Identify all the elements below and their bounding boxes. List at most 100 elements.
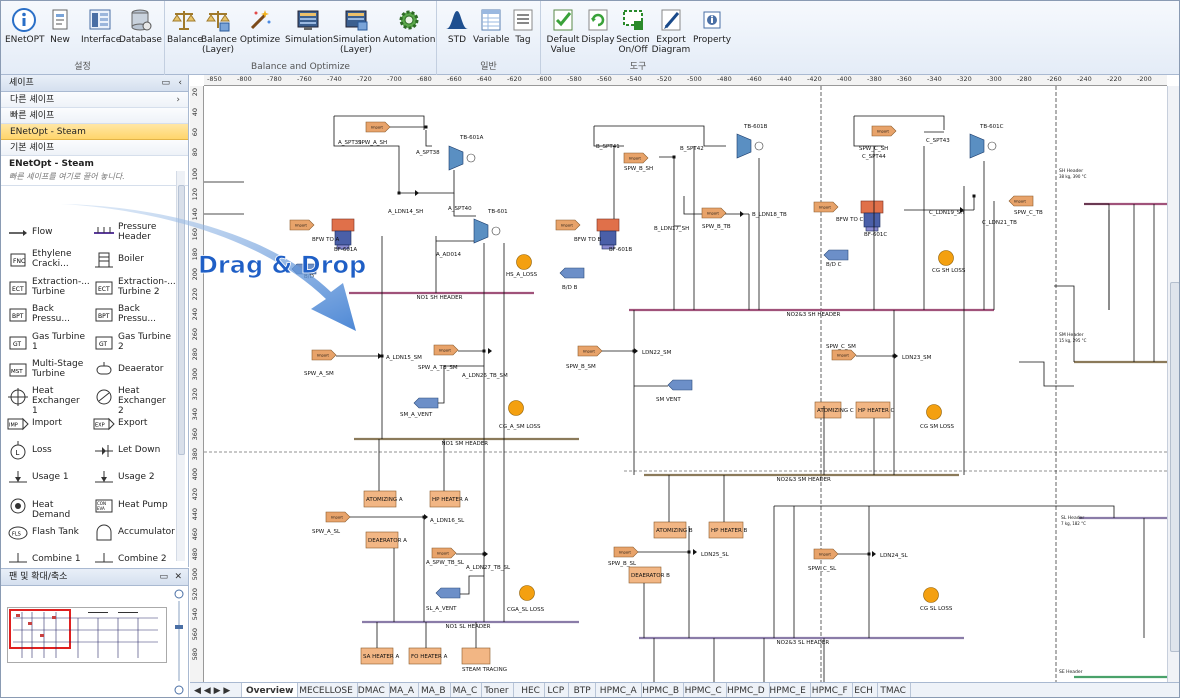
- minimize-icon[interactable]: ▭: [159, 572, 168, 582]
- tab-mecellose[interactable]: MECELLOSE: [295, 683, 358, 697]
- export-node[interactable]: [435, 587, 461, 599]
- turbine-node[interactable]: [473, 218, 501, 244]
- stencil-item-flow[interactable]: Flow: [1, 219, 86, 246]
- stencil-item-pressure-header[interactable]: Pressure Header: [87, 219, 172, 246]
- import-node[interactable]: Import: [311, 349, 337, 361]
- new-button[interactable]: New: [45, 5, 75, 61]
- process-block[interactable]: [461, 647, 491, 665]
- process-block[interactable]: HP HEATER A: [429, 490, 469, 508]
- tab-tmac[interactable]: TMAC: [876, 683, 911, 697]
- tab-ma-b[interactable]: MA_B: [417, 683, 451, 697]
- scrollbar-thumb[interactable]: [178, 185, 185, 455]
- tab-hpmc-b[interactable]: HPMC_B: [638, 683, 685, 697]
- stencil-item-let-down[interactable]: Let Down: [87, 437, 172, 464]
- loss-node[interactable]: [923, 587, 939, 603]
- std-button[interactable]: STD: [441, 5, 473, 61]
- process-block[interactable]: ATOMIZING B: [653, 521, 693, 539]
- tab-ech[interactable]: ECH: [850, 683, 878, 697]
- process-block[interactable]: ATOMIZING A: [363, 490, 403, 508]
- tab-hpmc-c[interactable]: HPMC_C: [681, 683, 727, 697]
- tab-ma-c[interactable]: MA_C: [449, 683, 483, 697]
- tab-btp[interactable]: BTP: [570, 683, 596, 697]
- tab-overview[interactable]: Overview: [242, 683, 299, 697]
- import-node[interactable]: Import: [613, 546, 639, 558]
- process-block-label[interactable]: ATOMIZING A: [366, 497, 403, 503]
- boiler-node[interactable]: [331, 218, 355, 250]
- process-block-label[interactable]: ATOMIZING B: [656, 528, 693, 534]
- turbine-node[interactable]: [969, 133, 997, 159]
- process-block-rect[interactable]: [461, 647, 491, 665]
- process-block-rect[interactable]: [653, 521, 687, 539]
- tab-hpmc-f[interactable]: HPMC_F: [808, 683, 853, 697]
- interface-button[interactable]: Interface: [81, 5, 121, 61]
- tab-hpmc-a[interactable]: HPMC_A: [596, 683, 642, 697]
- stencil-item-boiler[interactable]: Boiler: [87, 246, 172, 273]
- import-node[interactable]: Import: [701, 207, 727, 219]
- tab-navigation-arrows[interactable]: ◀ ◀ ▶ ▶: [190, 683, 242, 697]
- stencil-item-combine-2[interactable]: Combine 2: [87, 546, 172, 573]
- loss-node[interactable]: [508, 400, 524, 416]
- close-icon[interactable]: ✕: [174, 572, 182, 582]
- process-block-rect[interactable]: [628, 566, 662, 584]
- process-block[interactable]: DEAERATOR B: [628, 566, 670, 584]
- balance-layer-button[interactable]: Balance (Layer): [201, 5, 237, 61]
- scrollbar-thumb[interactable]: [1170, 282, 1179, 652]
- import-node[interactable]: Import: [325, 511, 351, 523]
- stencil-item-deaerator[interactable]: Deaerator: [87, 356, 172, 383]
- enetopt-button[interactable]: ENetOPT: [5, 5, 45, 61]
- export-node[interactable]: [823, 249, 849, 261]
- tab-dmac[interactable]: DMAC: [354, 683, 390, 697]
- tab-hec[interactable]: HEC: [517, 683, 545, 697]
- import-node[interactable]: Import: [871, 125, 897, 137]
- import-node[interactable]: Import: [365, 121, 391, 133]
- process-block-rect[interactable]: [363, 490, 397, 508]
- stencil-item-heat-demand[interactable]: Heat Demand: [1, 492, 86, 520]
- vertical-scrollbar[interactable]: [1167, 86, 1179, 682]
- tab-toner[interactable]: Toner: [480, 683, 514, 697]
- stencil-item-usage[interactable]: Usage 1: [1, 464, 86, 491]
- zoom-slider[interactable]: [173, 589, 185, 697]
- process-block[interactable]: HP HEATER C: [855, 401, 895, 419]
- process-block-label[interactable]: DEAERATOR B: [631, 573, 670, 579]
- process-block-label[interactable]: SA HEATER A: [363, 654, 399, 660]
- process-block-label[interactable]: HP HEATER A: [432, 497, 469, 503]
- loss-node[interactable]: [926, 404, 942, 420]
- default-value-button[interactable]: Default Value: [545, 5, 581, 61]
- loss-node[interactable]: [938, 250, 954, 266]
- tag-button[interactable]: Tag: [509, 5, 537, 61]
- category-quick-shapes[interactable]: 빠른 셰이프: [1, 108, 188, 124]
- automation-button[interactable]: Automation: [383, 5, 435, 61]
- stencil-item-accumulator[interactable]: Accumulator: [87, 519, 175, 546]
- category-enetopt-steam[interactable]: ENetOpt - Steam: [1, 124, 188, 140]
- process-block-rect[interactable]: [814, 401, 842, 419]
- export-node[interactable]: [559, 267, 585, 279]
- process-block-label[interactable]: DEAERATOR A: [368, 538, 407, 544]
- tab-hpmc-e[interactable]: HPMC_E: [765, 683, 811, 697]
- section-toggle-button[interactable]: Section On/Off: [615, 5, 651, 61]
- process-block[interactable]: FO HEATER A: [408, 647, 448, 665]
- boiler-node[interactable]: [596, 218, 620, 250]
- export-node[interactable]: [291, 263, 317, 275]
- optimize-button[interactable]: Optimize: [239, 5, 281, 61]
- database-button[interactable]: Database: [119, 5, 162, 61]
- minimize-icon[interactable]: ▭: [161, 78, 170, 88]
- stencil-item-heat-exchanger[interactable]: Heat Exchanger 1: [1, 383, 86, 416]
- process-block-label[interactable]: ATOMIZING C: [817, 408, 854, 414]
- balance-button[interactable]: Balance: [167, 5, 203, 61]
- category-more-shapes[interactable]: 다른 셰이프›: [1, 92, 188, 108]
- tab-ma-a[interactable]: MA_A: [385, 683, 419, 697]
- import-node[interactable]: Import: [831, 349, 857, 361]
- process-block-label[interactable]: HP HEATER C: [858, 408, 895, 414]
- process-block-label[interactable]: FO HEATER A: [411, 654, 448, 660]
- process-block-rect[interactable]: [708, 521, 744, 539]
- import-node[interactable]: Import: [431, 547, 457, 559]
- process-block-rect[interactable]: [855, 401, 891, 419]
